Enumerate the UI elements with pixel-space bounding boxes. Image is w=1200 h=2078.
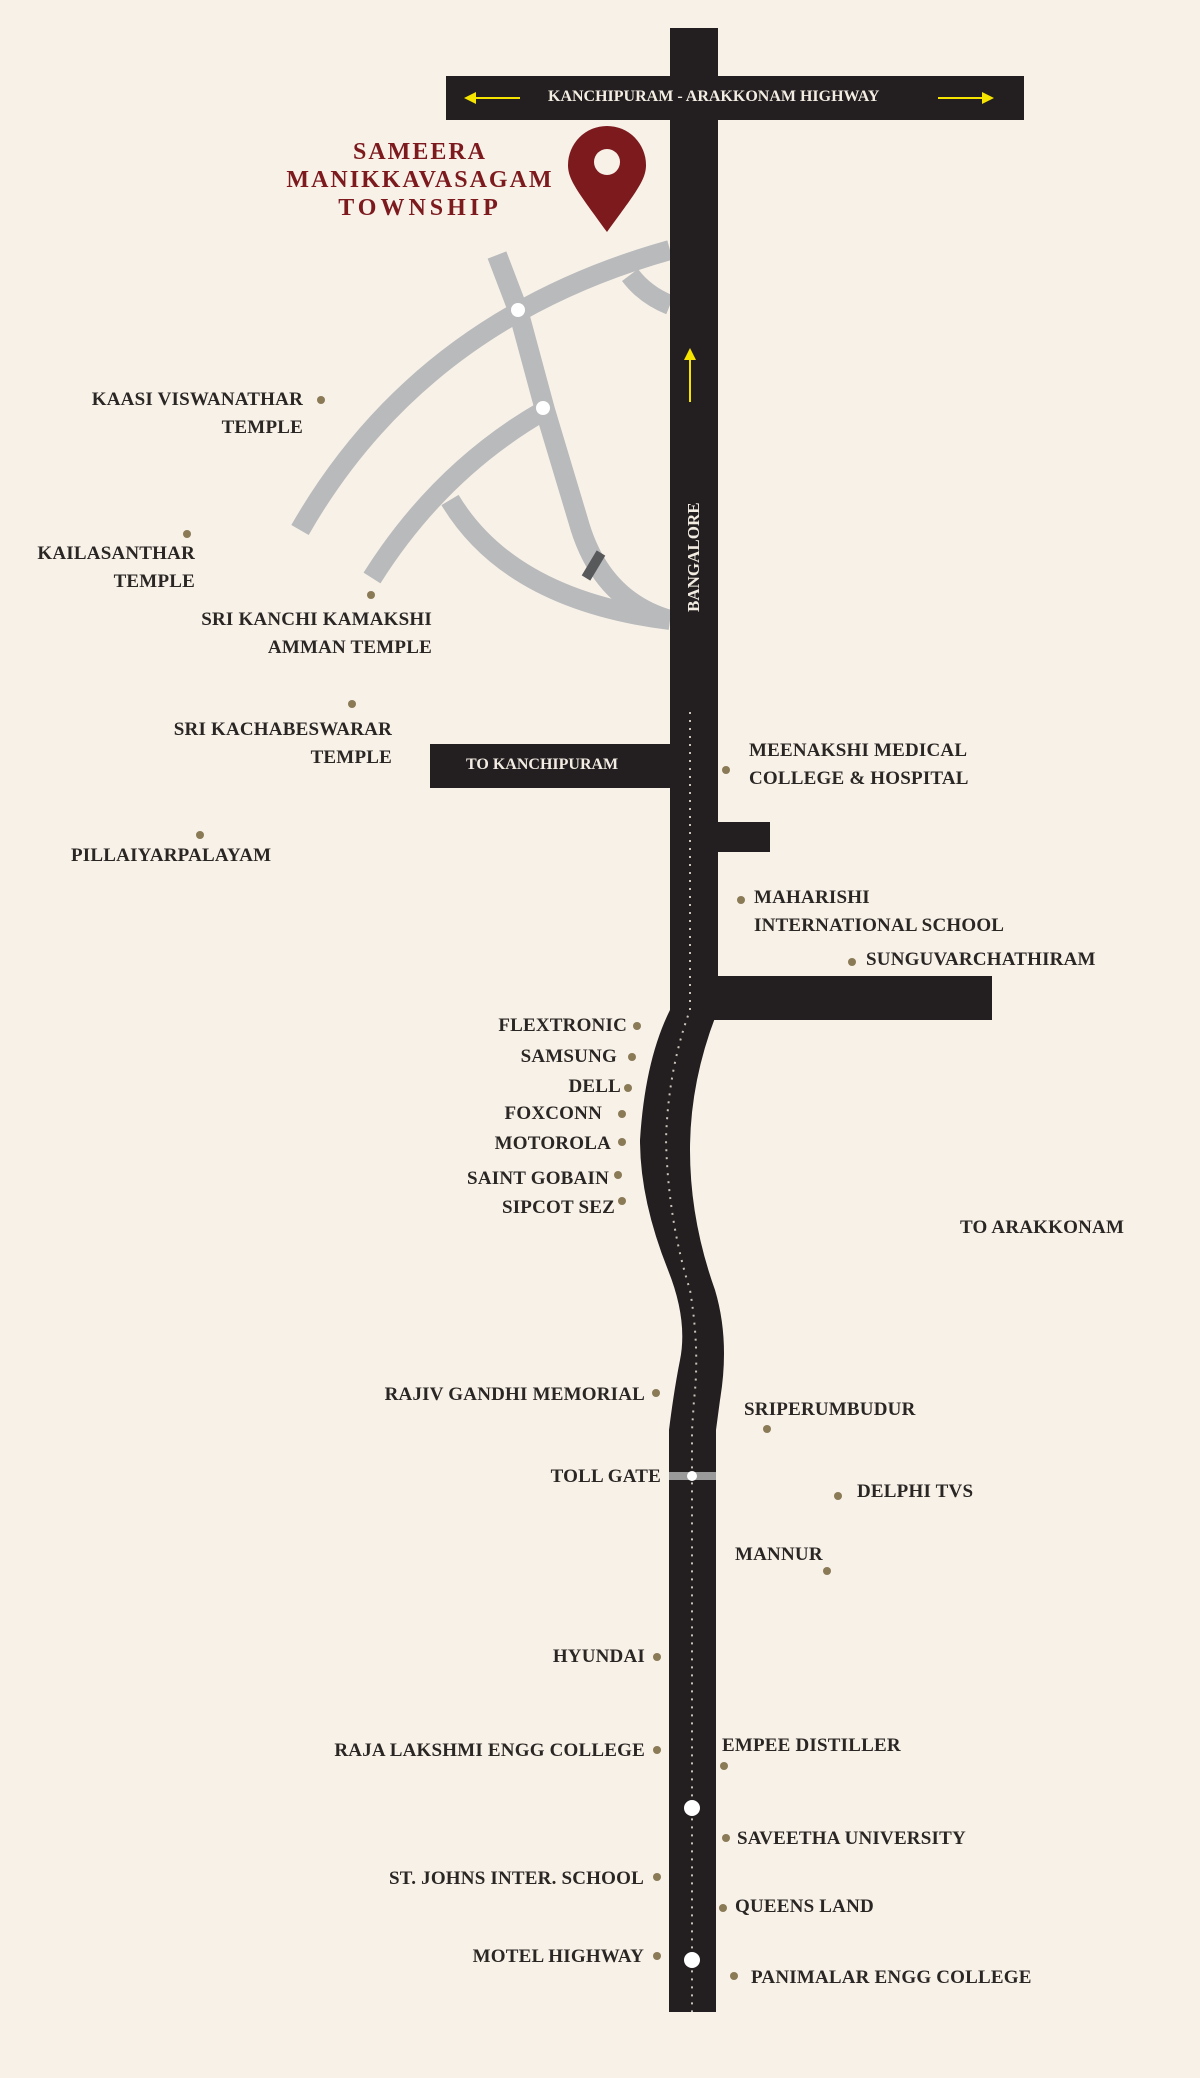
landmark-dot	[834, 1492, 842, 1500]
landmark-dot	[183, 530, 191, 538]
landmark-dot	[737, 896, 745, 904]
landmark-dot	[719, 1904, 727, 1912]
route-marker	[684, 1952, 700, 1968]
landmark-rajiv-gandhi-memorial: RAJIV GANDHI MEMORIAL	[384, 1384, 645, 1405]
landmark-dot	[367, 591, 375, 599]
landmark-dot	[720, 1762, 728, 1770]
arrow-right-icon	[938, 92, 994, 104]
highway-label: KANCHIPURAM - ARAKKONAM HIGHWAY	[548, 88, 880, 105]
landmark-st-johns: ST. JOHNS INTER. SCHOOL	[388, 1868, 644, 1889]
landmark-dot	[317, 396, 325, 404]
rail-crossing	[581, 550, 606, 581]
landmark-hyundai: HYUNDAI	[552, 1646, 645, 1667]
landmark-kanchi-kamakshi: SRI KANCHI KAMAKSHI AMMAN TEMPLE	[201, 609, 432, 658]
arrow-up-icon	[684, 348, 696, 402]
to-arakkonam-road	[714, 976, 992, 1020]
landmark-dot	[722, 1834, 730, 1842]
bangalore-label: BANGALORE	[684, 502, 703, 612]
inner-arc-road	[363, 401, 550, 584]
landmark-saveetha-university: SAVEETHA UNIVERSITY	[737, 1828, 966, 1849]
landmark-maharishi-school: MAHARISHI INTERNATIONAL SCHOOL	[754, 887, 1005, 936]
to-kanchipuram-road	[430, 744, 675, 788]
location-pin-icon	[568, 125, 646, 232]
landmark-motel-highway: MOTEL HIGHWAY	[472, 1946, 644, 1967]
arrow-left-icon	[464, 92, 520, 104]
toll-gate-label: TOLL GATE	[550, 1466, 661, 1487]
landmark-saint-gobain: SAINT GOBAIN	[467, 1168, 609, 1189]
landmark-raja-lakshmi: RAJA LAKSHMI ENGG COLLEGE	[334, 1740, 645, 1761]
landmark-panimalar-engg: PANIMALAR ENGG COLLEGE	[751, 1967, 1032, 1988]
landmark-dot	[653, 1746, 661, 1754]
landmark-dot	[196, 831, 204, 839]
junction-marker	[511, 303, 525, 317]
minor-roads	[291, 240, 674, 630]
landmark-dot	[653, 1873, 661, 1881]
landmark-dot	[614, 1171, 622, 1179]
landmark-dot	[633, 1022, 641, 1030]
toll-gate-marker	[687, 1471, 697, 1481]
stub-road	[714, 822, 770, 852]
landmark-dot	[618, 1110, 626, 1118]
landmark-dot	[653, 1952, 661, 1960]
landmark-dot	[618, 1138, 626, 1146]
junction-marker	[536, 401, 550, 415]
main-road	[640, 28, 724, 2012]
project-title: SAMEERA MANIKKAVASAGAM TOWNSHIP	[280, 138, 560, 222]
landmark-empee-distiller: EMPEE DISTILLER	[722, 1735, 901, 1756]
landmark-sipcot-sez: SIPCOT SEZ	[501, 1197, 615, 1218]
landmark-dot	[618, 1197, 626, 1205]
title-line: TOWNSHIP	[338, 195, 502, 221]
landmark-samsung: SAMSUNG	[520, 1046, 617, 1067]
landmark-queens-land: QUEENS LAND	[735, 1896, 874, 1917]
title-line: SAMEERA	[352, 139, 487, 165]
landmark-dot	[348, 700, 356, 708]
landmark-mannur: MANNUR	[735, 1544, 823, 1565]
landmark-dot	[848, 958, 856, 966]
landmark-foxconn: FOXCONN	[504, 1103, 602, 1124]
landmark-dot	[624, 1084, 632, 1092]
highway-bar	[446, 76, 1024, 120]
landmark-dot	[652, 1389, 660, 1397]
landmark-dot	[823, 1567, 831, 1575]
landmark-flextronic: FLEXTRONIC	[498, 1015, 627, 1036]
landmark-dot	[628, 1053, 636, 1061]
landmark-sunguvarchathiram: SUNGUVARCHATHIRAM	[866, 949, 1096, 970]
landmark-dot	[763, 1425, 771, 1433]
outer-arc-road	[291, 240, 673, 535]
route-marker	[684, 1800, 700, 1816]
landmark-meenakshi-medical: MEENAKSHI MEDICAL COLLEGE & HOSPITAL	[749, 740, 969, 789]
landmark-dot	[730, 1972, 738, 1980]
landmark-motorola: MOTOROLA	[494, 1133, 611, 1154]
landmark-delphi-tvs: DELPHI TVS	[857, 1481, 974, 1502]
landmark-kachabeswarar: SRI KACHABESWARAR TEMPLE	[173, 719, 392, 768]
landmark-dot	[653, 1653, 661, 1661]
loop-road	[441, 494, 672, 630]
landmark-kaasi-viswanathar: KAASI VISWANATHAR TEMPLE	[91, 389, 303, 438]
landmark-kailasanthar: KAILASANTHAR TEMPLE	[37, 543, 195, 592]
title-line: MANIKKAVASAGAM	[286, 167, 554, 193]
landmark-sriperumbudur: SRIPERUMBUDUR	[744, 1399, 916, 1420]
landmark-pillaiyarpalayam: PILLAIYARPALAYAM	[71, 845, 272, 866]
landmark-dot	[722, 766, 730, 774]
to-kanchipuram-label: TO KANCHIPURAM	[466, 756, 619, 773]
to-arakkonam-label: TO ARAKKONAM	[960, 1217, 1125, 1238]
landmark-dell: DELL	[568, 1076, 621, 1097]
top-branch-road	[622, 268, 674, 315]
